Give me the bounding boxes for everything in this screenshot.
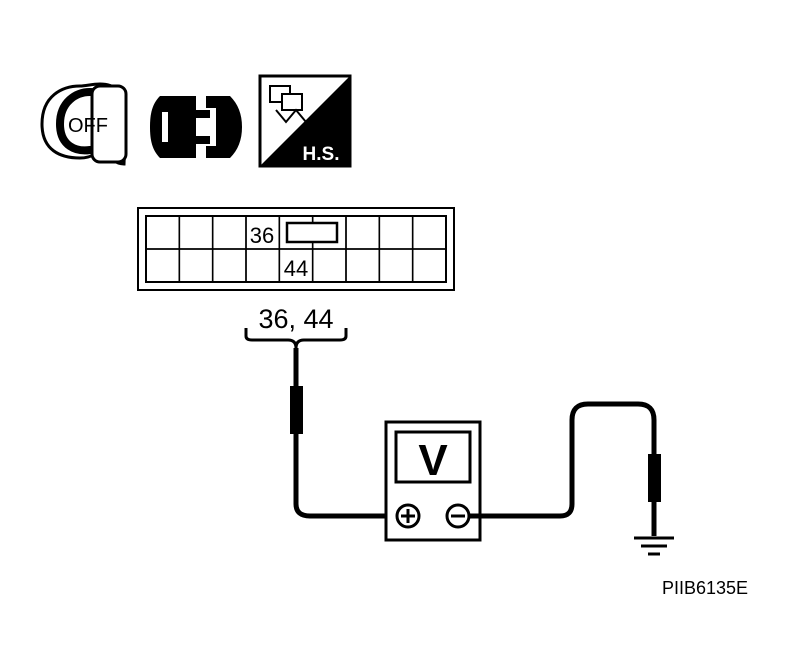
voltmeter: V [384,420,482,542]
terminal-44-label: 44 [284,256,308,281]
harness-side-icon: H.S. [258,74,352,168]
voltmeter-display: V [418,436,448,485]
ground-symbol-icon [634,536,674,556]
harness-side-label: H.S. [303,144,340,165]
connector-cavity [411,248,447,283]
probe-terminal-label: 36, 44 [258,304,333,334]
ignition-key-icon: OFF [40,82,128,166]
figure-code: PIIB6135E [662,578,748,598]
connector-lock-tab [285,221,339,244]
connector-disconnect-icon [150,96,242,158]
probe-tip-positive [290,386,303,434]
connector-face: 36 44 [137,207,455,291]
terminal-36-label: 36 [250,223,274,248]
positive-terminal-icon [395,503,421,529]
probe-lead-negative [470,401,657,536]
ignition-off-label: OFF [68,115,108,137]
probe-tip-negative [648,454,661,502]
negative-terminal-icon [445,503,471,529]
probe-lead-positive [293,348,396,519]
